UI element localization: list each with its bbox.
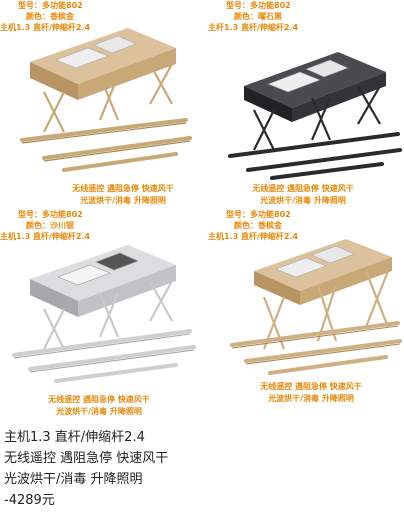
variant-size-spec: 主机1.3 直杆/伸缩杆2.4 [208,232,299,241]
drying-rack-photo-gold [20,28,192,172]
variant-spec-block: 型号：多功能802 颜色：香槟金 主机1.3 直杆/伸缩杆2.4 [0,0,90,33]
variant-features: 无线遥控 遇阻急停 快速风干 光波烘干/消毒 升降照明 [236,381,386,405]
variant-spec-block: 型号：多功能802 颜色：曜石黑 主杆1.3 直杆/伸缩杆2.4 [208,0,298,33]
variant-size-spec: 主机1.3 直杆/伸缩杆2.4 [0,232,91,241]
caption-spec: 主机1.3 直杆/伸缩杆2.4 [4,430,145,445]
variant-features: 无线遥控 遇阻急停 快速风干 光波烘干/消毒 升降照明 [24,394,174,418]
features-line-2: 光波烘干/消毒 升降照明 [268,394,354,403]
features-line-1: 无线遥控 遇阻急停 快速风干 [260,382,362,391]
variant-model: 型号：多功能802 [226,210,291,219]
features-line-1: 无线遥控 遇阻急停 快速风干 [72,184,174,193]
features-line-1: 无线遥控 遇阻急停 快速风干 [252,184,354,193]
caption-price: -4289元 [4,493,55,508]
features-line-2: 光波烘干/消毒 升降照明 [56,407,142,416]
drying-rack-photo-black [228,52,402,180]
variant-panel-silver[interactable]: 型号：多功能802 颜色：沙川银 主机1.3 直杆/伸缩杆2.4 [0,209,202,418]
variant-color: 颜色：曜石黑 [234,12,282,21]
product-image-grid: 型号：多功能802 颜色：香槟金 主机1.3 直杆/伸缩杆2.4 [0,0,404,418]
variant-model: 型号：多功能802 [18,1,83,10]
variant-color: 颜色：沙川银 [26,221,74,230]
caption-features-2: 光波烘干/消毒 升降照明 [4,472,143,487]
caption-features: 无线遥控 遇阻急停 快速风干 [4,451,169,466]
variant-size-spec: 主杆1.3 直杆/伸缩杆2.4 [208,23,299,32]
variant-panel-black[interactable]: 型号：多功能802 颜色：曜石黑 主杆1.3 直杆/伸缩杆2.4 [202,0,404,209]
variant-spec-block: 型号：多功能802 颜色：沙川银 主机1.3 直杆/伸缩杆2.4 [0,209,90,242]
features-line-2: 光波烘干/消毒 升降照明 [80,196,166,205]
variant-color: 颜色：香槟金 [234,221,282,230]
variant-features: 无线遥控 遇阻急停 快速风干 光波烘干/消毒 升降照明 [228,183,378,207]
variant-features: 无线遥控 遇阻急停 快速风干 光波烘干/消毒 升降照明 [48,183,198,207]
features-line-1: 无线遥控 遇阻急停 快速风干 [48,395,150,404]
drying-rack-photo-gold-2 [230,239,402,375]
variant-size-spec: 主机1.3 直杆/伸缩杆2.4 [0,23,91,32]
variant-panel-gold-2[interactable]: 型号：多功能802 颜色：香槟金 主机1.3 直杆/伸缩杆2.4 [202,209,404,418]
variant-model: 型号：多功能802 [226,1,291,10]
features-line-2: 光波烘干/消毒 升降照明 [260,196,346,205]
product-caption: 主机1.3 直杆/伸缩杆2.4 无线遥控 遇阻急停 快速风干 光波烘干/消毒 升… [4,427,168,511]
drying-rack-photo-silver [12,245,196,383]
variant-panel-gold[interactable]: 型号：多功能802 颜色：香槟金 主机1.3 直杆/伸缩杆2.4 [0,0,202,209]
variant-model: 型号：多功能802 [18,210,83,219]
variant-color: 颜色：香槟金 [26,12,74,21]
variant-spec-block: 型号：多功能802 颜色：香槟金 主机1.3 直杆/伸缩杆2.4 [208,209,298,242]
